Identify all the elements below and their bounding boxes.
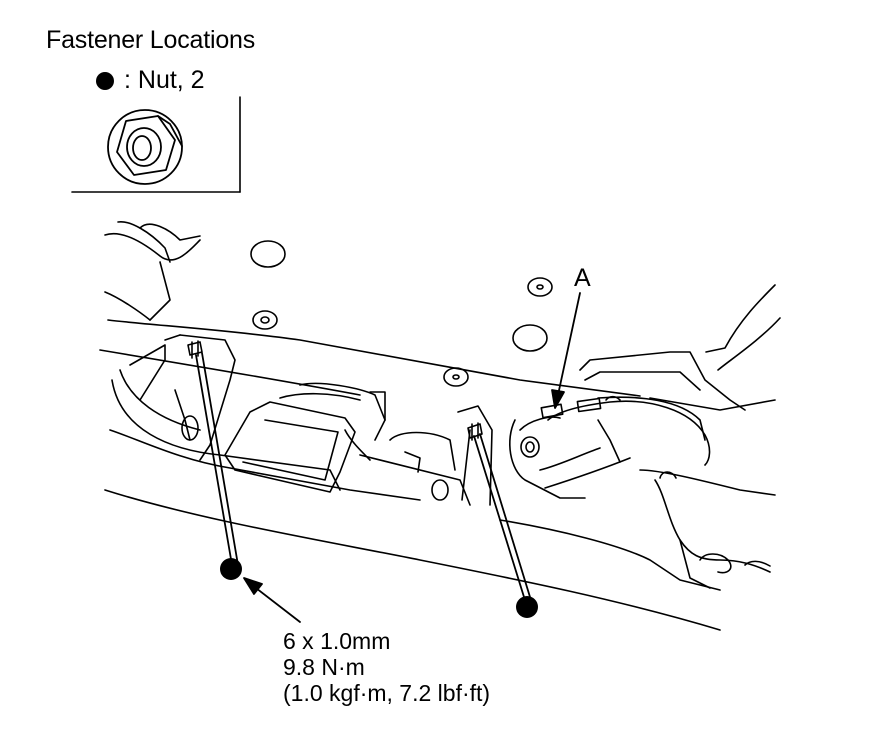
body-holes <box>250 240 553 387</box>
right-bracket <box>457 351 746 506</box>
nut-marker-left <box>220 558 242 580</box>
torque-spec: 6 x 1.0mm 9.8 N·m (1.0 kgf·m, 7.2 lbf·ft… <box>283 628 490 706</box>
nut-marker-right <box>516 596 538 618</box>
spec-arrow <box>243 577 301 623</box>
spec-size: 6 x 1.0mm <box>283 628 391 654</box>
lower-body-edge <box>104 489 721 631</box>
nut-bullet-icon <box>96 71 114 90</box>
wire-harness <box>540 395 776 589</box>
part-a-label: A <box>574 264 591 292</box>
spec-torque-alt: (1.0 kgf·m, 7.2 lbf·ft) <box>283 680 491 706</box>
body-panel <box>99 221 781 411</box>
stud-bolt-right <box>467 422 483 441</box>
left-bracket <box>109 334 421 501</box>
nut-legend: : Nut, 2 <box>96 66 205 95</box>
stud-bolt-left <box>187 340 203 359</box>
nut-leader-lines <box>195 352 531 598</box>
nut-legend-label: : Nut, 2 <box>124 66 205 94</box>
fastener-locations-title: Fastener Locations <box>46 26 256 54</box>
center-crossmember <box>224 382 471 506</box>
flange-nut-icon <box>107 109 183 185</box>
part-a-arrow <box>551 292 581 409</box>
legend-frame <box>71 96 241 193</box>
spec-torque-nm: 9.8 N·m <box>283 654 365 680</box>
